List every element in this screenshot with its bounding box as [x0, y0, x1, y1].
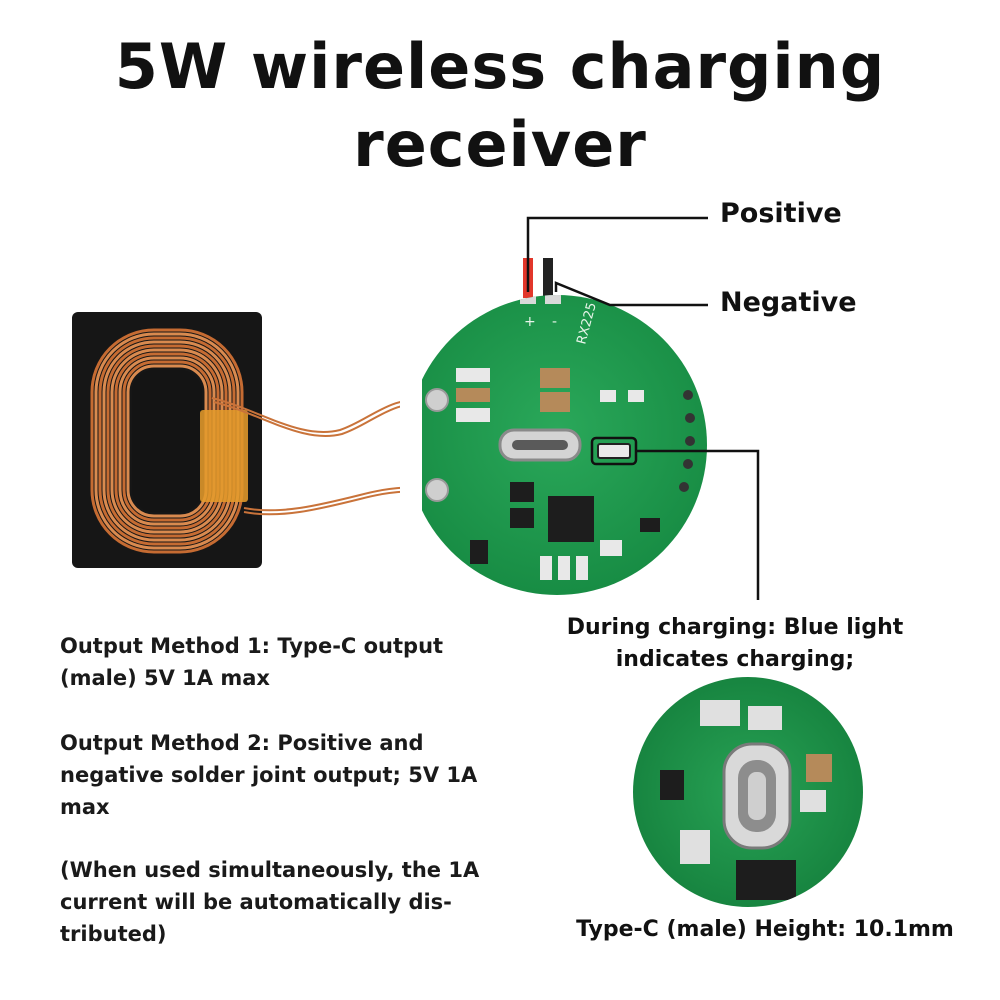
simultaneous-use-note: (When used simultaneously, the 1A curren…	[60, 858, 480, 946]
receiver-pcb: RX225 + -	[400, 290, 707, 610]
led-callout-line	[636, 449, 760, 600]
output-method-2: Output Method 2: Positive and negative s…	[60, 731, 478, 819]
page-title: 5W wireless charging receiver	[0, 28, 1000, 184]
typec-height-caption: Type-C (male) Height: 10.1mm	[576, 917, 954, 942]
title-line-1: 5W wireless charging	[114, 30, 886, 103]
output-method-1: Output Method 1: Type-C output (male) 5V…	[60, 634, 444, 690]
negative-callout-line	[554, 281, 708, 307]
silkscreen-plus: +	[524, 314, 536, 330]
title-line-2: receiver	[353, 108, 647, 181]
positive-pad	[520, 295, 536, 304]
controller-ic	[548, 496, 594, 542]
coil-pad-top	[425, 388, 449, 412]
negative-label: Negative	[720, 287, 857, 318]
negative-pad	[545, 295, 561, 304]
coil-center	[132, 370, 202, 512]
charging-indicator-caption: During charging: Blue light indicates ch…	[566, 615, 904, 672]
silkscreen-minus: -	[552, 314, 557, 330]
positive-callout-line	[526, 216, 708, 292]
charging-led	[597, 443, 631, 459]
coil-module	[72, 312, 262, 568]
coil-pad-bottom	[425, 478, 449, 502]
kapton-tape	[200, 410, 248, 502]
typec-detail-zoom	[633, 677, 863, 907]
positive-label: Positive	[720, 198, 842, 229]
callout-lines	[526, 216, 760, 600]
